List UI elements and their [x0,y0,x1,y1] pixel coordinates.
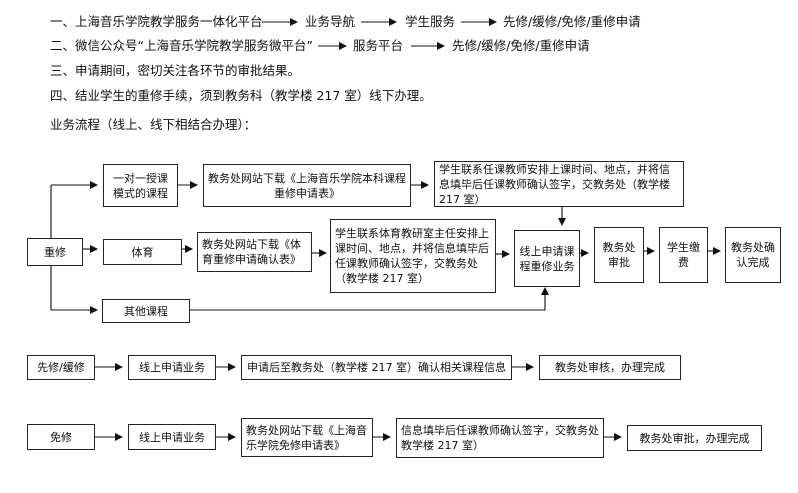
advance-confirm-info-box: 申请后至教务处（教学楼 217 室）确认相关课程信息 [241,355,512,380]
intro-line-2-step2: 先修/缓修/免修/重修申请 [452,38,590,53]
exempt-sign-box: 信息填毕后任课教师确认签字，交教务处教学楼 217 室） [396,418,604,458]
retake-start-box: 重修 [27,238,83,266]
advance-approve-box: 教务处审核，办理完成 [539,355,681,380]
one-on-one-download-box: 教务处网站下载《上海音乐学院本科课程重修申请表》 [203,164,411,207]
one-on-one-contact-box: 学生联系任课教师安排上课时间、地点，并将信息填毕后任课教师确认签字，交教务处（教… [434,161,684,207]
flow-title: 业务流程（线上、线下相结合办理）： [50,117,257,132]
online-retake-apply-box: 线上申请课程重修业务 [514,230,580,287]
exempt-start-box: 免修 [27,424,95,450]
exempt-approve-box: 教务处审批，办理完成 [627,425,762,451]
advance-online-box: 线上申请业务 [128,355,216,380]
pe-download-box: 教务处网站下载《体育重修申请确认表》 [197,232,312,272]
intro-line-2-step1: 服务平台 [353,38,404,53]
intro-line-3: 三、申请期间，密切关注各环节的审批结果。 [50,63,301,78]
pe-box: 体育 [103,239,182,265]
intro-line-1-step3: 先修/缓修/免修/重修申请 [503,14,641,29]
intro-line-1-step2: 学生服务 [405,14,456,29]
exempt-online-box: 线上申请业务 [128,424,216,450]
intro-line-4: 四、结业学生的重修手续，须到教务科（教学楼 217 室）线下办理。 [50,88,432,103]
retake-approve-box: 教务处审批 [594,227,644,283]
student-payment-box: 学生缴费 [659,227,708,283]
exempt-download-box: 教务处网站下载《上海音乐学院免修申请表》 [241,418,373,457]
intro-line-1-label: 一、上海音乐学院教学服务一体化平台 [50,14,263,29]
other-courses-box: 其他课程 [102,299,190,323]
advance-start-box: 先修/缓修 [27,355,95,380]
intro-line-1-step1: 业务导航 [305,14,356,29]
retake-confirm-box: 教务处确认完成 [725,227,781,283]
intro-line-1: 一、上海音乐学院教学服务一体化平台 [50,14,263,30]
pe-contact-box: 学生联系体育教研室主任安排上课时间、地点，并将信息填毕后任课教师确认签字，交教务… [330,219,496,293]
intro-line-2-label: 二、微信公众号“上海音乐学院教学服务微平台” [50,38,313,53]
one-on-one-course-box: 一对一授课模式的课程 [103,164,178,207]
